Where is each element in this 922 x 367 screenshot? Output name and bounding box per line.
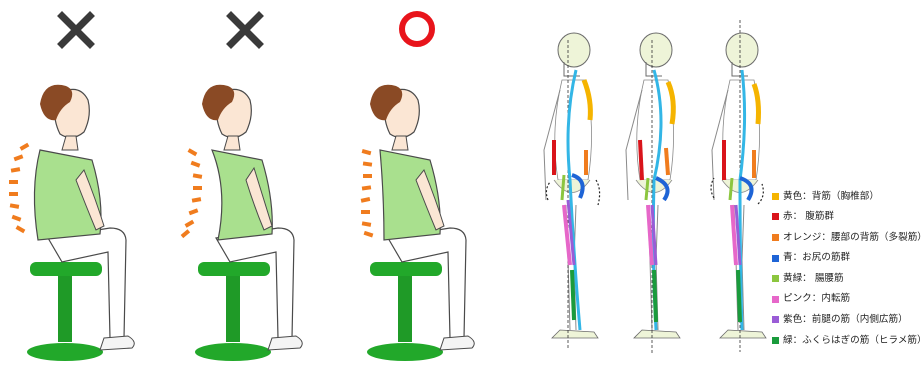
skeleton-slouched	[544, 33, 600, 350]
legend-swatch	[772, 193, 779, 200]
legend-label: 黄緑： 腸腰筋	[783, 274, 844, 284]
legend-swatch	[772, 296, 779, 303]
muscle-legend: 黄色：背筋（胸椎部） 赤： 腹筋群 オレンジ：腰部の背筋（多裂筋） 青：お尻の筋…	[772, 186, 922, 351]
sitting-posture-comparison	[0, 0, 510, 367]
legend-item: オレンジ：腰部の背筋（多裂筋）	[772, 227, 922, 248]
legend-swatch	[772, 337, 779, 344]
skeleton-overarched	[626, 33, 680, 355]
skeleton-muscle-diagram	[520, 0, 780, 367]
legend-label: オレンジ：腰部の背筋（多裂筋）	[783, 233, 922, 243]
posture-slouched	[9, 85, 134, 361]
legend-item: 緑：ふくらはぎの筋（ヒラメ筋）	[772, 330, 922, 351]
legend-item: 黄色：背筋（胸椎部）	[772, 186, 922, 207]
posture-neutral	[361, 85, 475, 361]
legend-label: 紫色：前腿の筋（内側広筋）	[783, 315, 908, 325]
legend-label: 緑：ふくらはぎの筋（ヒラメ筋）	[783, 336, 922, 346]
legend-label: 黄色：背筋（胸椎部）	[783, 192, 879, 202]
spine-curve-dots	[9, 143, 29, 233]
legend-item: ピンク：内転筋	[772, 289, 922, 310]
posture-illustrations	[0, 0, 510, 367]
legend-label: ピンク：内転筋	[783, 294, 850, 304]
cross-icon	[231, 16, 259, 44]
legend-swatch	[772, 213, 779, 220]
cross-icon	[62, 16, 90, 44]
skeleton-neutral	[711, 20, 766, 352]
legend-label: 青：お尻の筋群	[783, 253, 850, 263]
legend-label: 赤： 腹筋群	[783, 212, 834, 222]
legend-item: 青：お尻の筋群	[772, 248, 922, 269]
legend-item: 赤： 腹筋群	[772, 207, 922, 228]
skeletons	[520, 0, 780, 367]
legend-item: 紫色：前腿の筋（内側広筋）	[772, 310, 922, 331]
legend-swatch	[772, 255, 779, 262]
posture-overarched	[181, 85, 303, 361]
legend-swatch	[772, 234, 779, 241]
legend-item: 黄緑： 腸腰筋	[772, 268, 922, 289]
circle-icon	[402, 14, 432, 44]
legend-swatch	[772, 316, 779, 323]
legend-swatch	[772, 275, 779, 282]
